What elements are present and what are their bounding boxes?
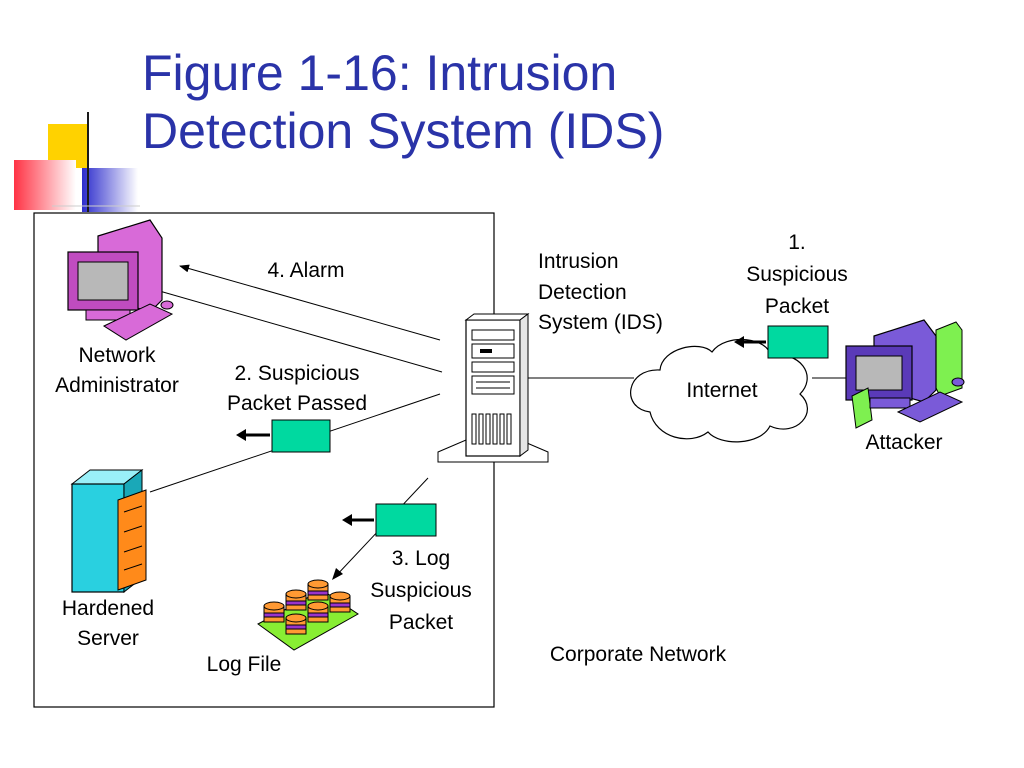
log-arrow-head-icon — [332, 568, 343, 580]
deco-blue-square — [82, 168, 138, 212]
hardened-server-label-2: Server — [77, 627, 139, 650]
suspicious-packet-arrow-icon — [734, 336, 766, 348]
line-admin-ids — [141, 285, 443, 373]
title-line-2: Detection System (IDS) — [142, 103, 665, 159]
log-suspicious-label-1: 3. Log — [392, 547, 450, 570]
log-file-database-icon — [257, 579, 359, 651]
passed-packet-icon — [271, 419, 331, 453]
log-packet-icon — [375, 503, 437, 537]
log-suspicious-label-3: Packet — [389, 611, 453, 634]
hardened-server-icon — [70, 468, 147, 594]
network-admin-label-2: Administrator — [55, 374, 179, 397]
suspicious-packet-label-1: 1. — [788, 231, 806, 254]
hardened-server-label-1: Hardened — [62, 597, 154, 620]
ids-label-2: Detection — [538, 281, 627, 304]
attacker-computer-icon — [845, 319, 965, 429]
ids-server-icon — [437, 313, 549, 463]
log-packet-arrow-icon — [342, 514, 374, 526]
suspicious-packet-label-3: Packet — [765, 295, 829, 318]
log-suspicious-label-2: Suspicious — [370, 579, 472, 602]
ids-label-3: System (IDS) — [538, 311, 663, 334]
passed-packet-arrow-icon — [236, 429, 270, 441]
log-file-label: Log File — [207, 653, 282, 676]
attacker-label: Attacker — [865, 431, 942, 454]
alarm-label: 4. Alarm — [267, 259, 344, 282]
ids-label-1: Intrusion — [538, 250, 619, 273]
page-title: Figure 1-16: Intrusion Detection System … — [142, 44, 982, 160]
suspicious-packet-label-2: Suspicious — [746, 263, 848, 286]
suspicious-passed-label-1: 2. Suspicious — [235, 362, 360, 385]
internet-cloud-icon — [630, 338, 808, 443]
deco-red-square — [14, 160, 76, 210]
alarm-arrow — [179, 264, 441, 341]
network-admin-computer-icon — [67, 219, 174, 341]
internet-label: Internet — [686, 379, 757, 402]
network-admin-label-1: Network — [78, 344, 156, 367]
suspicious-packet-icon — [767, 325, 829, 359]
corporate-network-label: Corporate Network — [550, 643, 727, 666]
title-line-1: Figure 1-16: Intrusion — [142, 45, 618, 101]
title-decoration — [14, 112, 140, 212]
suspicious-passed-label-2: Packet Passed — [227, 392, 367, 415]
